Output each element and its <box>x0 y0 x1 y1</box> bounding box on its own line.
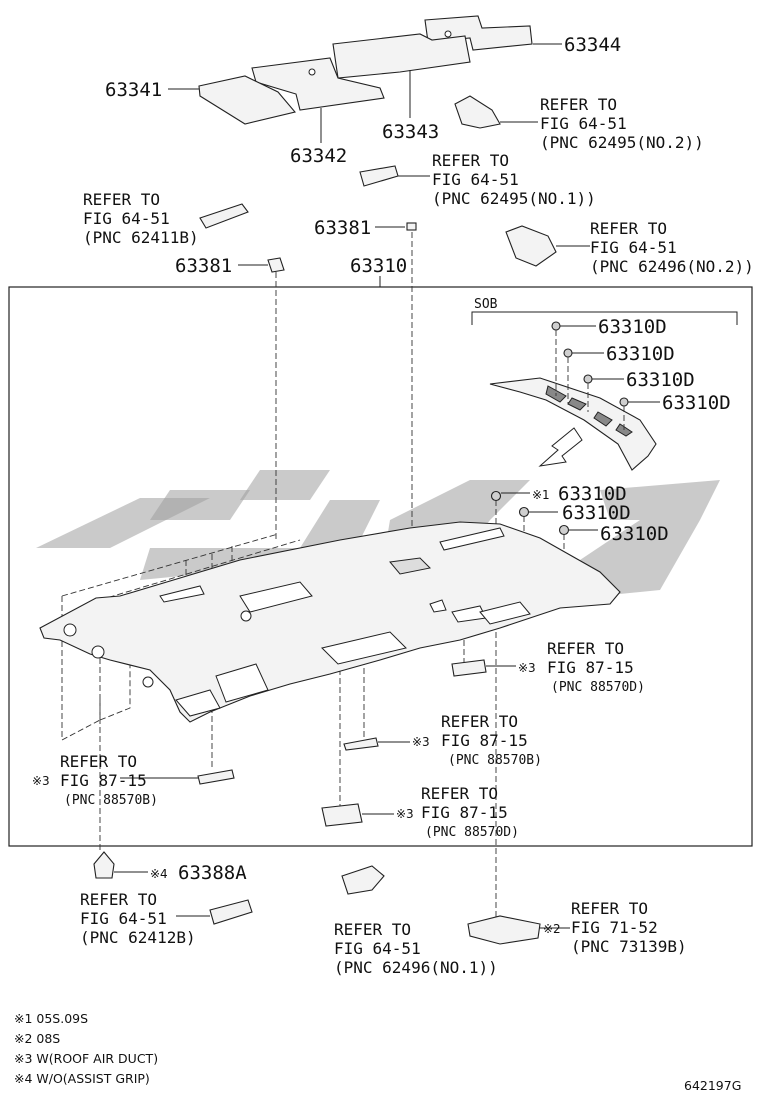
svg-text:(PNC 73139B): (PNC 73139B) <box>571 937 687 956</box>
svg-text:REFER TO: REFER TO <box>547 639 624 658</box>
ref-88570b-mid: REFER TO ※3 FIG 87-15 (PNC 88570B) <box>412 712 542 768</box>
lamp-88570b-left <box>120 769 235 785</box>
svg-text:※3: ※3 <box>518 661 536 675</box>
footnotes: ※1 05S.09S ※2 08S ※3 W(ROOF AIR DUCT) ※4… <box>14 1011 158 1086</box>
svg-text:(PNC 62496(NO.2)): (PNC 62496(NO.2)) <box>590 257 754 276</box>
figure-code: 642197G <box>684 1078 741 1093</box>
svg-text:(PNC 62495(NO.2)): (PNC 62495(NO.2)) <box>540 133 704 152</box>
svg-text:(PNC 62411B): (PNC 62411B) <box>83 228 199 247</box>
holder-63388a <box>93 851 148 879</box>
ref-88570b-left: REFER TO ※3 FIG 87-15 (PNC 88570B) <box>32 752 158 808</box>
svg-text:REFER TO: REFER TO <box>571 899 648 918</box>
svg-text:FIG 87-15: FIG 87-15 <box>547 658 634 677</box>
headliner-63310 <box>39 521 621 723</box>
svg-text:REFER TO: REFER TO <box>590 219 667 238</box>
pad-63342 <box>251 57 385 111</box>
lamp-88570b-mid <box>343 737 410 751</box>
grip-62495-no1 <box>359 165 430 187</box>
part-63344-label: 63344 <box>564 34 621 56</box>
part-63381-left-label: 63381 <box>175 255 232 277</box>
svg-text:FIG 87-15: FIG 87-15 <box>421 803 508 822</box>
ref-62496-no2: REFER TO FIG 64-51 (PNC 62496(NO.2)) <box>590 219 754 276</box>
svg-text:※3: ※3 <box>32 774 50 788</box>
footnote-2: ※2 08S <box>14 1031 60 1046</box>
svg-text:REFER TO: REFER TO <box>432 151 509 170</box>
svg-text:REFER TO: REFER TO <box>83 190 160 209</box>
clip-63381-left <box>238 257 285 273</box>
svg-text:REFER TO: REFER TO <box>441 712 518 731</box>
clips-main <box>490 490 598 536</box>
part-63310d-label-3: 63310D <box>626 369 695 391</box>
part-63310d-label-2: 63310D <box>606 343 675 365</box>
svg-text:(PNC 62495(NO.1)): (PNC 62495(NO.1)) <box>432 189 596 208</box>
svg-text:(PNC 88570B): (PNC 88570B) <box>64 793 158 808</box>
bracket-62495-no2 <box>454 95 538 129</box>
ref-62495-no2: REFER TO FIG 64-51 (PNC 62495(NO.2)) <box>540 95 704 152</box>
svg-text:FIG 64-51: FIG 64-51 <box>432 170 519 189</box>
part-63310d-label-4: 63310D <box>662 392 731 414</box>
part-63310d-label-5: 63310D <box>558 483 627 505</box>
footnote-3: ※3 W(ROOF AIR DUCT) <box>14 1051 158 1066</box>
svg-text:FIG 87-15: FIG 87-15 <box>441 731 528 750</box>
sob-inset-headliner <box>489 377 657 471</box>
mark-1: ※1 <box>532 488 550 502</box>
svg-text:FIG 64-51: FIG 64-51 <box>590 238 677 257</box>
bracket-62496-no1 <box>341 865 385 895</box>
svg-text:FIG 64-51: FIG 64-51 <box>83 209 170 228</box>
svg-text:(PNC 88570D): (PNC 88570D) <box>425 825 519 840</box>
lamp-88570d-bottom <box>321 803 394 827</box>
svg-text:FIG 64-51: FIG 64-51 <box>334 939 421 958</box>
lamp-73139b <box>467 915 570 945</box>
mark-4: ※4 <box>150 867 168 881</box>
part-63388a-label: 63388A <box>178 862 247 884</box>
svg-text:※3: ※3 <box>412 735 430 749</box>
svg-text:FIG 64-51: FIG 64-51 <box>540 114 627 133</box>
footnote-4: ※4 W/O(ASSIST GRIP) <box>14 1071 150 1086</box>
svg-text:(PNC 62496(NO.1)): (PNC 62496(NO.1)) <box>334 958 498 977</box>
svg-text:REFER TO: REFER TO <box>540 95 617 114</box>
part-63310d-label-7: 63310D <box>600 523 669 545</box>
part-63310-label: 63310 <box>350 255 407 277</box>
part-63310d-label-1: 63310D <box>598 316 667 338</box>
ref-62495-no1: REFER TO FIG 64-51 (PNC 62495(NO.1)) <box>432 151 596 208</box>
footnote-1: ※1 05S.09S <box>14 1011 88 1026</box>
ref-88570d-right: REFER TO ※3 FIG 87-15 (PNC 88570D) <box>518 639 645 695</box>
svg-text:※3: ※3 <box>396 807 414 821</box>
part-63342-label: 63342 <box>290 145 347 167</box>
bracket-62496-no2 <box>505 225 590 267</box>
ref-88570d-bottom: REFER TO ※3 FIG 87-15 (PNC 88570D) <box>396 784 519 840</box>
grip-62412b <box>176 899 253 925</box>
direction-arrow <box>538 427 583 467</box>
svg-text:FIG 64-51: FIG 64-51 <box>80 909 167 928</box>
part-63381-top-label: 63381 <box>314 217 371 239</box>
svg-text:FIG 71-52: FIG 71-52 <box>571 918 658 937</box>
ref-62412b: REFER TO FIG 64-51 (PNC 62412B) <box>80 890 196 947</box>
svg-text:REFER TO: REFER TO <box>80 890 157 909</box>
lamp-88570d-right <box>451 659 516 677</box>
pad-63341 <box>198 75 296 125</box>
svg-text:REFER TO: REFER TO <box>421 784 498 803</box>
part-63343-label: 63343 <box>382 121 439 143</box>
clip-63381-top <box>375 222 417 231</box>
sob-label: SOB <box>474 297 498 312</box>
ref-62411b: REFER TO FIG 64-51 (PNC 62411B) <box>83 190 199 247</box>
svg-text:(PNC 88570B): (PNC 88570B) <box>448 753 542 768</box>
svg-text:(PNC 62412B): (PNC 62412B) <box>80 928 196 947</box>
svg-text:(PNC 88570D): (PNC 88570D) <box>551 680 645 695</box>
part-63310d-label-6: 63310D <box>562 502 631 524</box>
svg-text:REFER TO: REFER TO <box>60 752 137 771</box>
ref-62496-no1: REFER TO FIG 64-51 (PNC 62496(NO.1)) <box>334 920 498 977</box>
part-63341-label: 63341 <box>105 79 162 101</box>
svg-text:FIG 87-15: FIG 87-15 <box>60 771 147 790</box>
ref-73139b: REFER TO ※2 FIG 71-52 (PNC 73139B) <box>543 899 687 956</box>
svg-text:※2: ※2 <box>543 922 561 936</box>
pad-63344 <box>332 15 533 79</box>
clips-sob <box>551 321 660 430</box>
svg-text:REFER TO: REFER TO <box>334 920 411 939</box>
grip-62411b <box>199 203 249 229</box>
